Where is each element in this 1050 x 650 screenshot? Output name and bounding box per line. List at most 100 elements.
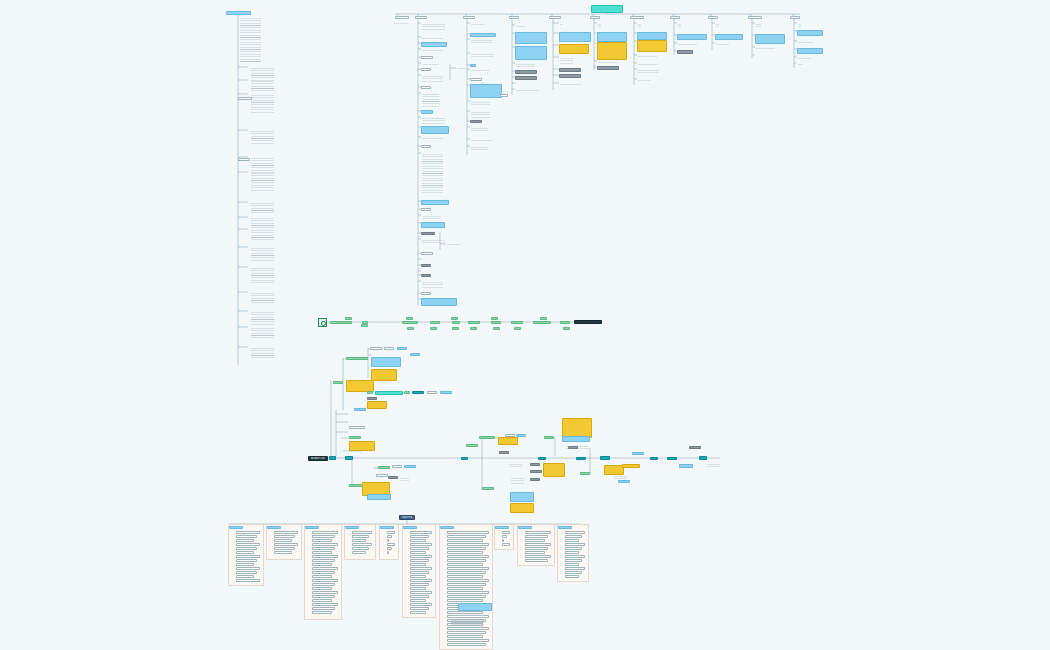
legend-board-header[interactable] — [229, 526, 243, 529]
map-node-34[interactable] — [421, 208, 431, 211]
map-node-255[interactable] — [410, 606, 429, 610]
map-node-199[interactable] — [274, 538, 292, 542]
map-node-205[interactable] — [312, 538, 332, 542]
map-node-60[interactable] — [470, 126, 494, 134]
map-node-295[interactable] — [525, 550, 545, 554]
map-node-115[interactable] — [371, 357, 401, 367]
map-node-23[interactable] — [421, 68, 431, 71]
map-node-123[interactable] — [440, 391, 452, 394]
map-node-283[interactable] — [447, 634, 483, 638]
map-node-86[interactable] — [637, 40, 667, 52]
map-node-294[interactable] — [525, 546, 548, 550]
map-node-120[interactable] — [404, 391, 410, 394]
timeline-segment[interactable] — [452, 321, 460, 324]
map-node-213[interactable] — [312, 570, 335, 574]
map-node-36[interactable] — [421, 222, 445, 228]
map-node-289[interactable] — [502, 542, 510, 546]
map-node-242[interactable] — [410, 554, 432, 558]
map-node-171[interactable] — [566, 455, 576, 458]
map-node-160[interactable] — [530, 470, 542, 473]
map-node-72[interactable] — [559, 22, 569, 28]
map-node-157[interactable] — [482, 487, 494, 490]
map-node-152[interactable] — [498, 437, 518, 445]
legend-board-header[interactable] — [305, 526, 319, 529]
map-node-251[interactable] — [410, 590, 432, 594]
map-node-230[interactable] — [387, 530, 395, 534]
map-node-43[interactable] — [421, 274, 431, 277]
map-node-41[interactable] — [421, 264, 431, 267]
map-node-250[interactable] — [410, 586, 426, 590]
top-tree-category[interactable] — [509, 16, 519, 19]
map-node-227[interactable] — [352, 542, 372, 546]
map-node-214[interactable] — [312, 574, 332, 578]
timeline-marker[interactable] — [493, 327, 500, 330]
legend-board-header[interactable] — [558, 526, 572, 529]
map-node-84[interactable] — [637, 22, 647, 30]
map-node-128[interactable] — [336, 420, 350, 426]
map-node-126[interactable] — [354, 408, 366, 411]
map-node-2[interactable] — [250, 79, 280, 95]
map-node-265[interactable] — [447, 562, 483, 566]
map-node-30[interactable] — [421, 136, 449, 142]
map-node-189[interactable] — [236, 550, 254, 554]
map-node-239[interactable] — [410, 542, 432, 546]
map-node-14[interactable] — [250, 326, 280, 340]
map-node-192[interactable] — [236, 562, 254, 566]
map-node-186[interactable] — [236, 538, 254, 542]
legend-board-header[interactable] — [440, 526, 454, 529]
map-node-215[interactable] — [312, 578, 338, 582]
march-branch-node-2[interactable] — [345, 456, 353, 460]
map-node-198[interactable] — [274, 534, 295, 538]
map-node-219[interactable] — [312, 594, 335, 598]
map-node-144[interactable] — [538, 457, 546, 460]
map-node-127[interactable] — [336, 412, 350, 416]
map-node-211[interactable] — [312, 562, 332, 566]
legend-board-header[interactable] — [518, 526, 532, 529]
map-node-196[interactable] — [236, 578, 260, 582]
timeline-segment[interactable] — [362, 321, 368, 324]
map-node-51[interactable] — [470, 38, 498, 46]
map-node-66[interactable] — [515, 46, 547, 60]
map-node-38[interactable] — [421, 238, 451, 246]
map-node-223[interactable] — [312, 610, 332, 614]
map-node-153[interactable] — [505, 434, 515, 437]
map-node-29[interactable] — [421, 126, 449, 134]
map-node-133[interactable] — [349, 450, 361, 454]
map-node-136[interactable] — [367, 494, 391, 500]
map-node-310[interactable] — [458, 603, 492, 611]
map-node-170[interactable] — [568, 446, 578, 449]
map-node-297[interactable] — [525, 558, 548, 562]
map-node-16[interactable] — [392, 21, 414, 27]
map-node-108[interactable] — [333, 381, 343, 384]
map-node-20[interactable] — [421, 48, 449, 54]
map-node-159[interactable] — [530, 463, 540, 466]
map-node-229[interactable] — [352, 550, 366, 554]
map-node-69[interactable] — [515, 76, 537, 80]
map-node-197[interactable] — [274, 530, 298, 534]
map-node-202[interactable] — [274, 550, 292, 554]
map-node-15[interactable] — [250, 346, 280, 362]
map-node-122[interactable] — [427, 391, 437, 394]
map-node-168[interactable] — [562, 436, 590, 442]
map-node-71[interactable] — [515, 88, 545, 94]
map-node-143[interactable] — [461, 457, 468, 460]
timeline-end-node[interactable] — [574, 320, 602, 324]
map-node-53[interactable] — [470, 64, 476, 67]
map-node-244[interactable] — [410, 562, 426, 566]
map-node-109[interactable] — [346, 357, 368, 360]
timeline-marker[interactable] — [563, 327, 570, 330]
map-node-92[interactable] — [677, 34, 707, 40]
map-node-252[interactable] — [410, 594, 429, 598]
map-node-187[interactable] — [236, 542, 260, 546]
map-node-11[interactable] — [250, 266, 280, 286]
map-node-238[interactable] — [410, 538, 426, 542]
map-node-179[interactable] — [672, 446, 688, 449]
map-node-46[interactable] — [421, 298, 457, 306]
map-node-81[interactable] — [597, 42, 627, 60]
map-node-85[interactable] — [637, 32, 667, 40]
map-node-124[interactable] — [367, 397, 377, 400]
legend-board-3[interactable] — [344, 524, 376, 560]
map-node-4[interactable] — [250, 129, 280, 147]
map-node-302[interactable] — [565, 546, 582, 550]
